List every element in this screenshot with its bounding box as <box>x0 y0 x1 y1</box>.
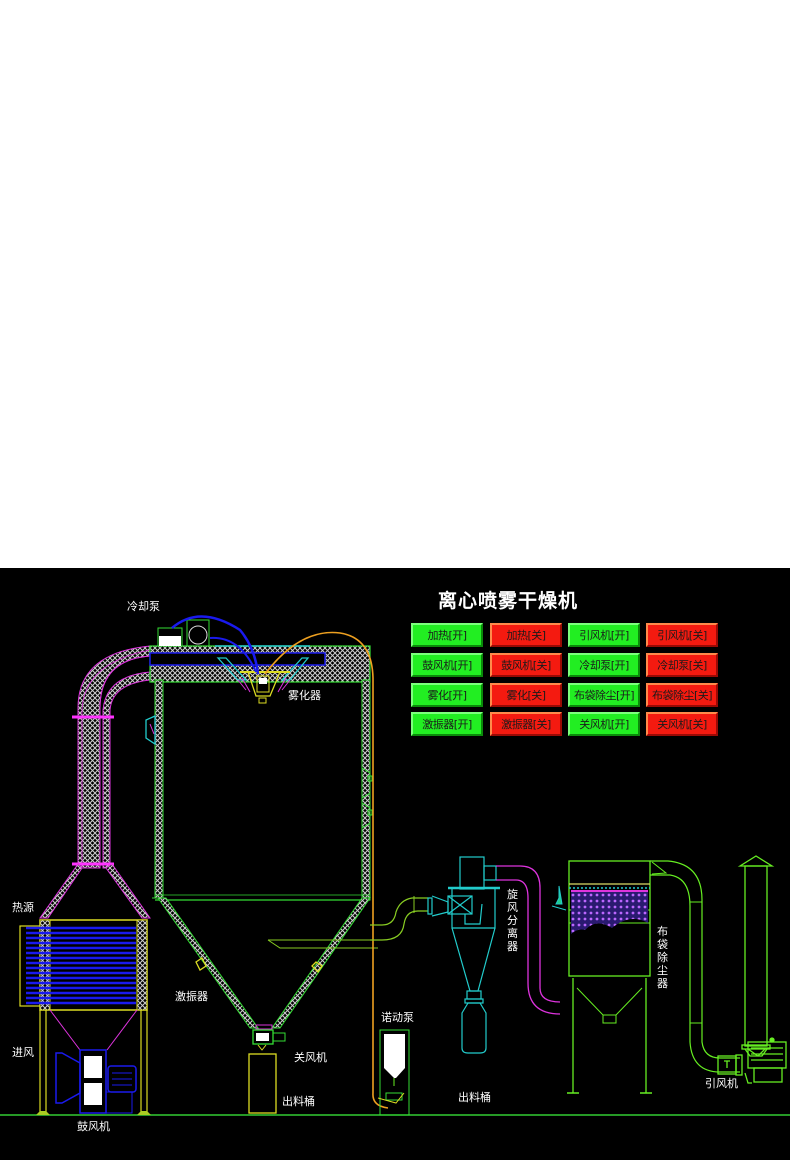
control-button-on[interactable]: 关风机[开] <box>568 712 640 736</box>
label-heat-source: 热源 <box>12 901 34 914</box>
cooling-pump <box>157 615 260 675</box>
label-blower: 鼓风机 <box>77 1120 110 1133</box>
control-button-off[interactable]: 鼓风机[关] <box>490 653 562 677</box>
cyclone-separator <box>427 856 500 1054</box>
cyclone-to-filter-duct <box>496 865 561 1015</box>
control-button-on[interactable]: 鼓风机[开] <box>411 653 483 677</box>
label-vibrator: 激振器 <box>175 990 208 1003</box>
control-button-on[interactable]: 加热[开] <box>411 623 483 647</box>
control-button-on[interactable]: 激振器[开] <box>411 712 483 736</box>
label-bag-filter: 布袋除尘器 <box>657 925 668 990</box>
process-diagram-panel: 离心喷雾干燥机 加热[开] 加热[关]引风机[开]引风机[关] 鼓风机[开] 鼓风机[… <box>0 568 790 1160</box>
control-button-on[interactable]: 布袋除尘[开] <box>568 683 640 707</box>
control-button-on[interactable]: 冷却泵[开] <box>568 653 640 677</box>
blower-fan <box>55 1049 137 1114</box>
label-cooling-pump: 冷却泵 <box>127 600 160 613</box>
control-button-off[interactable]: 布袋除尘[关] <box>646 683 718 707</box>
bag-filter <box>551 860 740 1094</box>
control-button-on[interactable]: 雾化[开] <box>411 683 483 707</box>
label-discharge-bin-2: 出料桶 <box>458 1091 491 1104</box>
label-atomizer: 雾化器 <box>288 689 321 702</box>
peristaltic-pump <box>377 1029 410 1116</box>
spray-dryer-schematic <box>0 615 790 1116</box>
discharge-bin-1 <box>248 1053 277 1114</box>
label-cyclone-separator: 旋风分离器 <box>507 888 518 953</box>
rotary-valve <box>252 1029 286 1051</box>
hot-air-duct <box>39 645 151 919</box>
induced-draft-fan <box>717 855 787 1084</box>
label-rotary-valve: 关风机 <box>294 1051 327 1064</box>
control-button-off[interactable]: 激振器[关] <box>490 712 562 736</box>
label-induced-fan: 引风机 <box>705 1077 738 1090</box>
control-button-off[interactable]: 雾化[关] <box>490 683 562 707</box>
label-peristaltic-pump: 诺动泵 <box>381 1011 414 1024</box>
label-air-inlet: 进风 <box>12 1046 34 1059</box>
feed-line <box>264 631 389 1109</box>
control-button-off[interactable]: 冷却泵[关] <box>646 653 718 677</box>
outlet-pipe <box>370 896 428 941</box>
label-discharge-bin-1: 出料桶 <box>282 1095 315 1108</box>
control-button-on[interactable]: 引风机[开] <box>568 623 640 647</box>
drying-chamber <box>145 645 378 1030</box>
page-title: 离心喷雾干燥机 <box>438 590 579 612</box>
heater-coils <box>26 926 136 1005</box>
control-button-off[interactable]: 加热[关] <box>490 623 562 647</box>
heat-source-unit <box>19 919 151 1115</box>
control-button-off[interactable]: 引风机[关] <box>646 623 718 647</box>
control-button-off[interactable]: 关风机[关] <box>646 712 718 736</box>
